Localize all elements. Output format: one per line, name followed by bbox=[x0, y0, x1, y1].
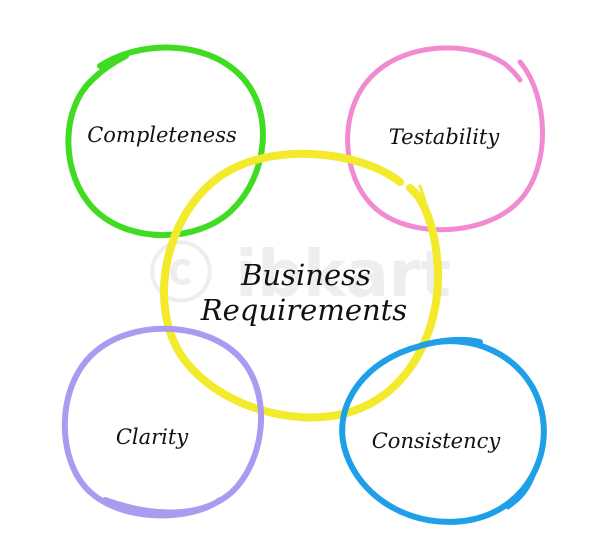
completeness-label: Completeness bbox=[87, 123, 237, 147]
consistency-ring-tail bbox=[506, 468, 538, 510]
consistency-label: Consistency bbox=[372, 429, 502, 453]
clarity-ring-stroke bbox=[61, 325, 264, 519]
business-requirements-title-line1: Business bbox=[240, 258, 371, 292]
completeness-ring-stroke bbox=[65, 44, 266, 239]
consistency-circle bbox=[339, 336, 547, 525]
business-requirements-ring-tail bbox=[418, 184, 439, 302]
consistency-ring-stroke bbox=[339, 336, 547, 525]
watermark: ⓒ ibkart bbox=[149, 238, 451, 312]
completeness-circle bbox=[65, 44, 266, 239]
testability-ring-stroke bbox=[345, 45, 545, 233]
clarity-label: Clarity bbox=[116, 425, 189, 449]
clarity-circle bbox=[61, 325, 264, 519]
business-requirements-circle bbox=[160, 149, 443, 422]
testability-label: Testability bbox=[389, 125, 501, 149]
testability-circle bbox=[345, 45, 545, 233]
business-requirements-title-line2: Requirements bbox=[200, 293, 407, 327]
